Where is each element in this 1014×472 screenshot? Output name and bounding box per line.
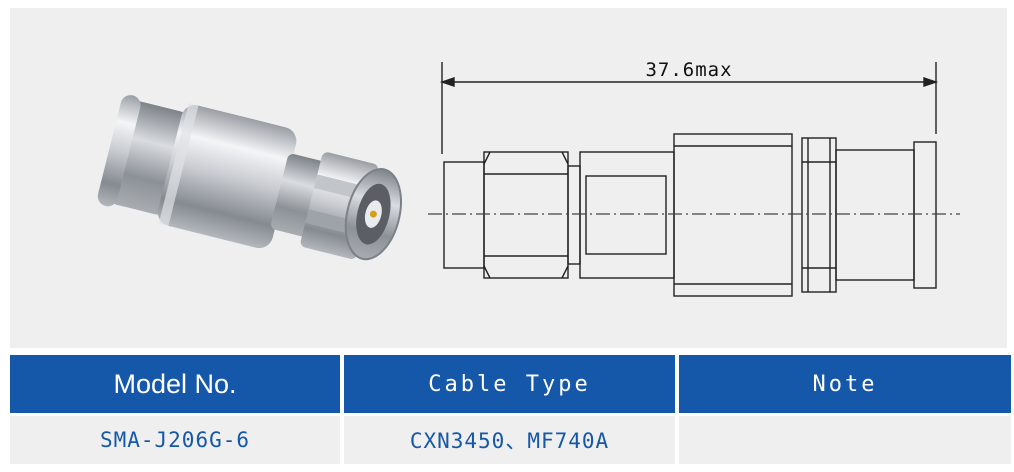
cell-note [679, 416, 1011, 464]
header-cable-type: Cable Type [344, 355, 675, 413]
product-figure-panel: 37.6max [10, 8, 1007, 348]
overall-length-label: 37.6max [645, 59, 732, 81]
cell-cable-type: CXN3450、MF740A [344, 416, 675, 464]
connector-photo [97, 95, 402, 261]
header-model-no: Model No. [10, 355, 340, 413]
dimension-drawing: 37.6max [428, 59, 960, 297]
cell-model-no: SMA-J206G-6 [10, 416, 340, 464]
table-row: SMA-J206G-6 CXN3450、MF740A [10, 416, 1011, 464]
spec-table: Model No. Cable Type Note SMA-J206G-6 CX… [6, 352, 1014, 467]
table-header-row: Model No. Cable Type Note [10, 355, 1011, 413]
header-note: Note [679, 355, 1011, 413]
